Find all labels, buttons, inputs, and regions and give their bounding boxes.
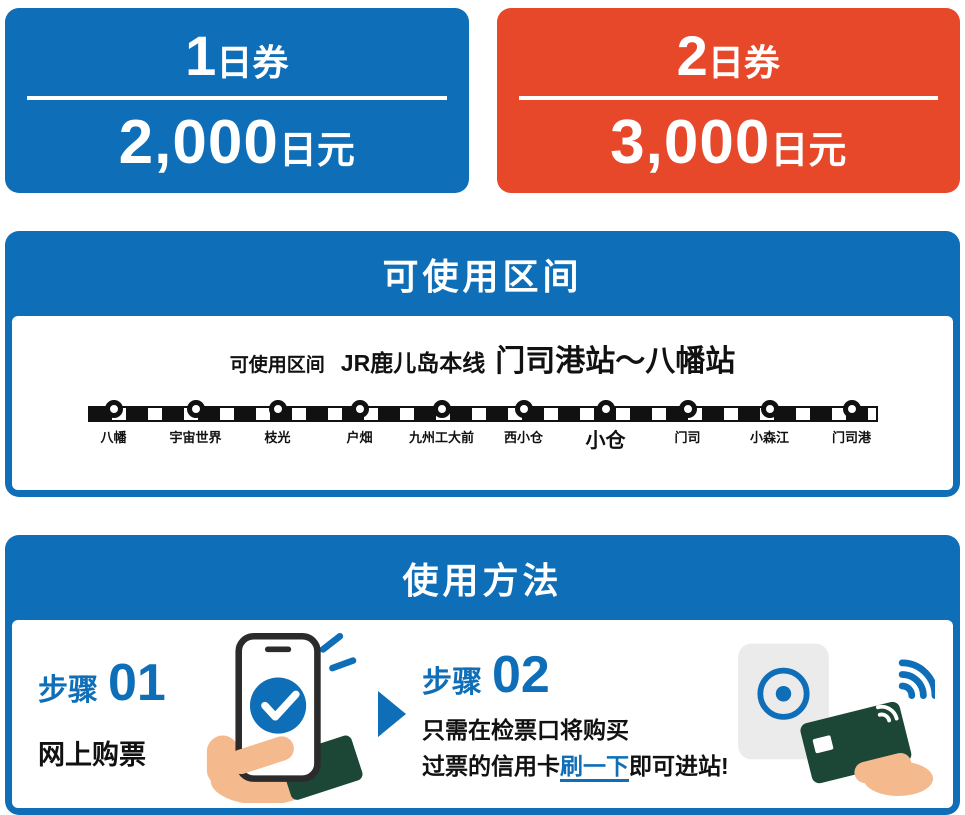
station-marker-icon bbox=[514, 400, 533, 418]
station-marker-icon bbox=[842, 400, 861, 418]
usable-area-title: 可使用区间 bbox=[382, 256, 583, 297]
route-label: 可使用区间 bbox=[229, 355, 325, 376]
ticket-cards: 1日券 2,000日元 2日券 3,000日元 bbox=[5, 8, 960, 193]
station-yahata: 八幡 bbox=[100, 398, 128, 453]
swipe-link[interactable]: 刷一下 bbox=[560, 753, 629, 782]
station-name: 门司港 bbox=[832, 430, 872, 445]
station-marker-icon bbox=[350, 400, 369, 418]
station-space-world: 宇宙世界 bbox=[170, 398, 222, 453]
step1-number: 01 bbox=[108, 653, 166, 712]
station-mojiko: 门司港 bbox=[832, 398, 871, 453]
ticket-1day-suffix: 日券 bbox=[216, 41, 289, 83]
station-marker-icon bbox=[104, 400, 123, 418]
station-marker-icon bbox=[760, 400, 779, 418]
station-kyushu-kodaimae: 九州工大前 bbox=[409, 398, 474, 453]
divider bbox=[27, 95, 447, 100]
station-name: 宇宙世界 bbox=[169, 430, 222, 445]
ticket-card-2day: 2日券 3,000日元 bbox=[496, 8, 960, 193]
station-name: 户畑 bbox=[346, 430, 373, 445]
station-name: 枝光 bbox=[264, 430, 291, 445]
step1-label: 步骤 bbox=[38, 673, 98, 707]
station-edamitsu: 枝光 bbox=[264, 398, 292, 453]
step2-line1: 只需在检票口将购买 bbox=[422, 717, 629, 744]
contactless-waves-icon bbox=[898, 659, 935, 700]
station-marker-icon bbox=[596, 400, 615, 418]
station-list: 八幡 宇宙世界 枝光 户畑 九州工大前 西小仓 小仓 门司 小森江 门司港 bbox=[100, 398, 871, 453]
usable-area-body: 可使用区间 JR鹿儿岛本线门司港站～八幡站 八幡 宇宙世界 枝光 户畑 九州工大前… bbox=[12, 316, 953, 490]
ticket-2day-price-number: 3,000 bbox=[610, 107, 771, 177]
station-name: 西小仓 bbox=[504, 430, 544, 445]
ticket-1day-price-number: 2,000 bbox=[118, 107, 279, 177]
phone-purchase-icon bbox=[206, 632, 363, 803]
step2-description: 只需在检票口将购买 过票的信用卡刷一下即可进站! bbox=[422, 713, 729, 784]
card-tap-reader-icon bbox=[738, 643, 935, 796]
ticket-2day-name: 2日券 bbox=[677, 27, 780, 84]
station-marker-icon bbox=[268, 400, 287, 418]
route-line-name: JR鹿儿岛本线 bbox=[340, 350, 486, 376]
station-kokura: 小仓 bbox=[586, 398, 626, 453]
divider bbox=[518, 95, 938, 100]
station-name: 门司 bbox=[674, 430, 701, 445]
station-marker-icon bbox=[186, 400, 205, 418]
station-name: 小森江 bbox=[750, 430, 790, 445]
ticket-1day-number: 1 bbox=[185, 23, 217, 87]
ticket-2day-number: 2 bbox=[676, 23, 708, 87]
usage-title: 使用方法 bbox=[402, 560, 563, 601]
station-name: 八幡 bbox=[100, 430, 127, 445]
ticket-2day-price: 3,000日元 bbox=[610, 111, 847, 174]
route-title: 可使用区间 JR鹿儿岛本线门司港站～八幡站 bbox=[12, 316, 953, 380]
ticket-2day-price-unit: 日元 bbox=[770, 129, 847, 172]
arrow-right-icon bbox=[378, 691, 406, 737]
station-name: 九州工大前 bbox=[409, 430, 475, 445]
route-range: 门司港站～八幡站 bbox=[495, 345, 736, 378]
step2-label: 步骤 bbox=[422, 666, 482, 700]
station-tobata: 户畑 bbox=[346, 398, 374, 453]
ticket-1day-name: 1日券 bbox=[185, 27, 289, 84]
step2-number: 02 bbox=[492, 646, 550, 705]
station-komorie: 小森江 bbox=[750, 398, 789, 453]
station-marker-icon bbox=[678, 400, 697, 418]
station-name: 小仓 bbox=[585, 430, 626, 452]
checkmark-icon bbox=[261, 690, 300, 721]
railway-line-diagram: 八幡 宇宙世界 枝光 户畑 九州工大前 西小仓 小仓 门司 小森江 门司港 bbox=[87, 398, 878, 490]
ticket-1day-price: 2,000日元 bbox=[119, 111, 355, 174]
ticket-2day-suffix: 日券 bbox=[707, 41, 780, 83]
step2-line2-pre: 过票的信用卡 bbox=[422, 753, 560, 779]
ticket-1day-price-unit: 日元 bbox=[278, 129, 355, 172]
step1-caption: 网上购票 bbox=[38, 739, 146, 770]
usable-area-section: 可使用区间 可使用区间 JR鹿儿岛本线门司港站～八幡站 八幡 宇宙世界 枝光 户畑… bbox=[5, 231, 960, 497]
station-moji: 门司 bbox=[674, 398, 702, 453]
station-marker-icon bbox=[432, 400, 451, 418]
ticket-card-1day: 1日券 2,000日元 bbox=[5, 8, 469, 193]
station-nishi-kokura: 西小仓 bbox=[504, 398, 543, 453]
